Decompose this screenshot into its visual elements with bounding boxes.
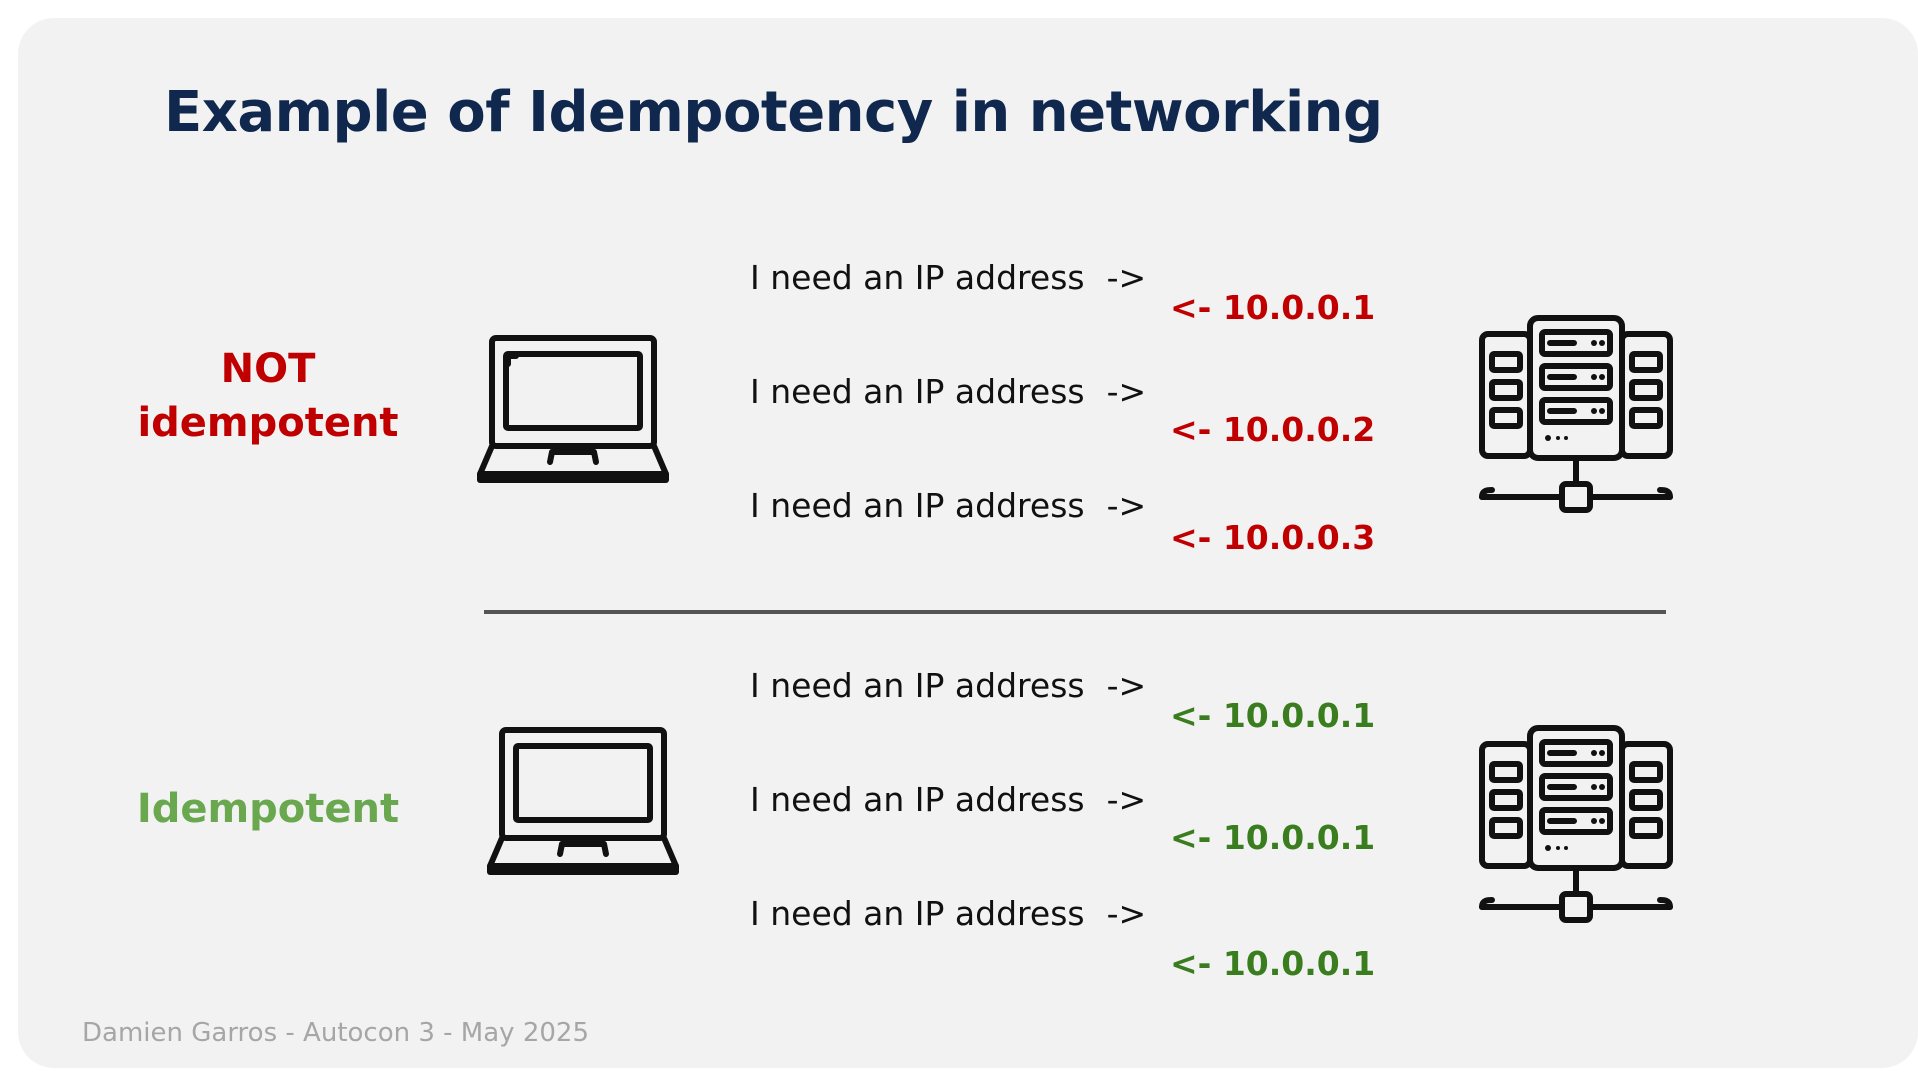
request-line: I need an IP address -> xyxy=(750,780,1146,819)
footer-credit: Damien Garros - Autocon 3 - May 2025 xyxy=(82,1018,589,1048)
slide: Example of Idempotency in networking NOT… xyxy=(18,18,1918,1068)
request-text: I need an IP address xyxy=(750,486,1085,525)
request-text: I need an IP address xyxy=(750,372,1085,411)
response-ip: <- 10.0.0.2 xyxy=(1170,410,1376,449)
response-ip: <- 10.0.0.3 xyxy=(1170,518,1376,557)
not-idempotent-label-line1: NOT xyxy=(220,346,316,392)
request-arrow: -> xyxy=(1106,666,1147,705)
not-idempotent-label: NOT idempotent xyxy=(108,342,428,450)
request-line: I need an IP address -> xyxy=(750,666,1146,705)
request-arrow: -> xyxy=(1106,258,1147,297)
laptop-icon xyxy=(487,727,679,875)
not-idempotent-label-line2: idempotent xyxy=(137,400,399,446)
request-arrow: -> xyxy=(1106,486,1147,525)
response-ip: <- 10.0.0.1 xyxy=(1170,696,1376,735)
server-icon xyxy=(1479,725,1673,923)
response-ip: <- 10.0.0.1 xyxy=(1170,818,1376,857)
request-line: I need an IP address -> xyxy=(750,372,1146,411)
request-arrow: -> xyxy=(1106,780,1147,819)
request-text: I need an IP address xyxy=(750,894,1085,933)
idempotent-label: Idempotent xyxy=(136,786,400,832)
request-line: I need an IP address -> xyxy=(750,486,1146,525)
request-text: I need an IP address xyxy=(750,666,1085,705)
request-text: I need an IP address xyxy=(750,780,1085,819)
response-ip: <- 10.0.0.1 xyxy=(1170,944,1376,983)
request-arrow: -> xyxy=(1106,372,1147,411)
request-line: I need an IP address -> xyxy=(750,258,1146,297)
response-ip: <- 10.0.0.1 xyxy=(1170,288,1376,327)
section-divider xyxy=(484,610,1666,614)
request-text: I need an IP address xyxy=(750,258,1085,297)
slide-title: Example of Idempotency in networking xyxy=(164,80,1383,145)
request-line: I need an IP address -> xyxy=(750,894,1146,933)
request-arrow: -> xyxy=(1106,894,1147,933)
server-icon xyxy=(1479,315,1673,513)
laptop-icon xyxy=(477,335,669,483)
